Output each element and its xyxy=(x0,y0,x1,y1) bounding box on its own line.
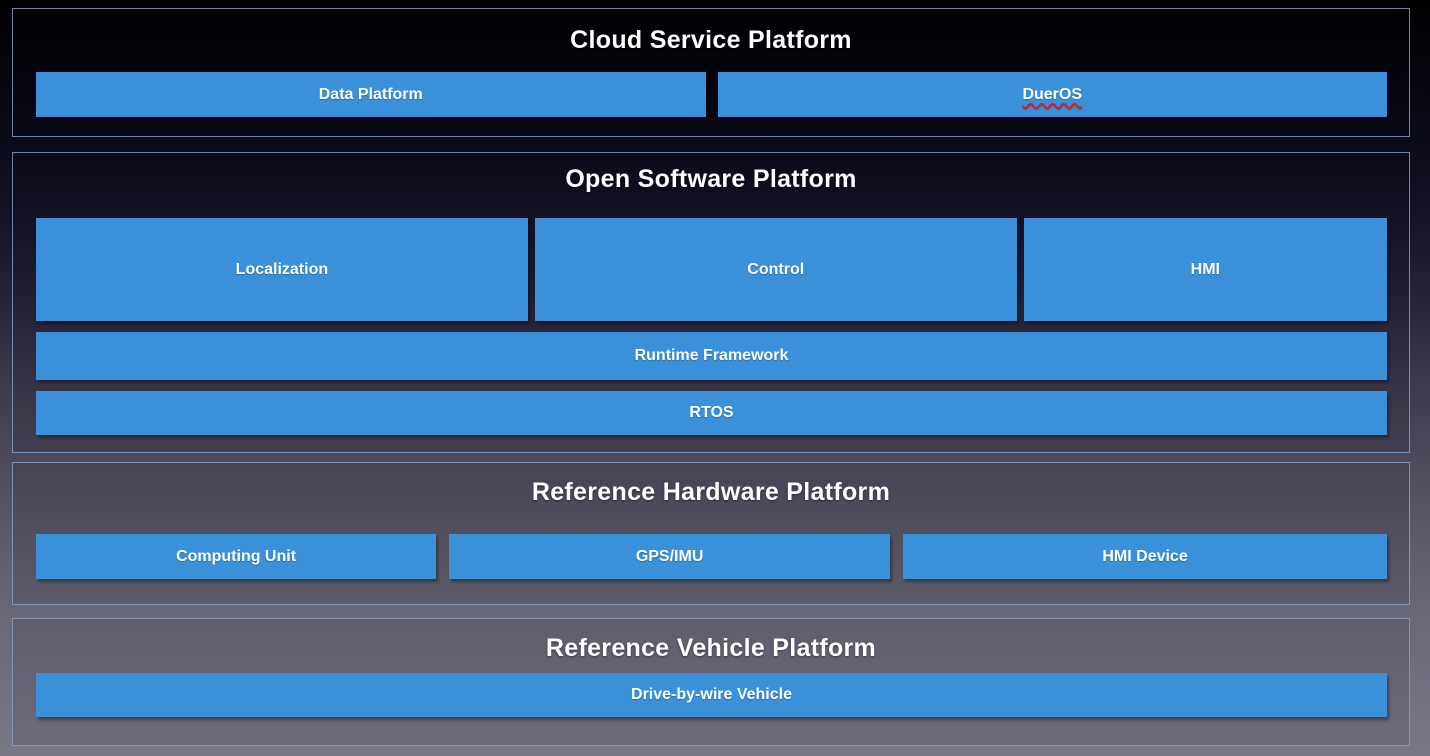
section-open-software-platform: Open Software Platform Localization Cont… xyxy=(12,152,1410,453)
box-control: Control xyxy=(534,218,1017,321)
software-modules-row: Localization Control HMI xyxy=(36,218,1388,321)
box-label-gps-imu: GPS/IMU xyxy=(635,547,704,565)
box-dueros: DuerOS xyxy=(717,72,1387,117)
box-label-runtime-framework: Runtime Framework xyxy=(634,347,789,364)
section-cloud-service-platform: Cloud Service Platform Data Platform Due… xyxy=(12,8,1410,137)
box-label-control: Control xyxy=(747,260,805,278)
box-computing-unit: Computing Unit xyxy=(36,534,437,579)
box-hmi: HMI xyxy=(1023,218,1388,321)
vehicle-boxes-row: Drive-by-wire Vehicle xyxy=(36,673,1387,717)
box-runtime-framework: Runtime Framework xyxy=(36,332,1387,380)
section-title-reference-hardware-platform: Reference Hardware Platform xyxy=(531,478,891,506)
box-rtos: RTOS xyxy=(36,391,1387,435)
section-reference-hardware-platform: Reference Hardware Platform Computing Un… xyxy=(12,462,1410,605)
box-label-rtos: RTOS xyxy=(689,404,734,421)
box-localization: Localization xyxy=(36,218,528,321)
box-label-localization: Localization xyxy=(235,260,329,278)
cloud-boxes-row: Data Platform DuerOS xyxy=(36,72,1387,117)
box-label-data-platform: Data Platform xyxy=(318,85,423,103)
box-hmi-device: HMI Device xyxy=(903,534,1387,579)
rtos-row: RTOS xyxy=(36,391,1387,435)
box-gps-imu: GPS/IMU xyxy=(449,534,891,579)
box-label-computing-unit: Computing Unit xyxy=(176,547,297,565)
runtime-framework-row: Runtime Framework xyxy=(36,332,1387,380)
hardware-boxes-row: Computing Unit GPS/IMU HMI Device xyxy=(36,534,1387,579)
section-reference-vehicle-platform: Reference Vehicle Platform Drive-by-wire… xyxy=(12,618,1410,746)
box-label-hmi: HMI xyxy=(1190,260,1220,278)
box-label-hmi-device: HMI Device xyxy=(1102,547,1188,565)
box-data-platform: Data Platform xyxy=(36,72,706,117)
section-title-reference-vehicle-platform: Reference Vehicle Platform xyxy=(545,634,877,662)
section-title-cloud-service-platform: Cloud Service Platform xyxy=(570,26,852,54)
section-title-open-software-platform: Open Software Platform xyxy=(565,165,857,193)
box-drive-by-wire-vehicle: Drive-by-wire Vehicle xyxy=(36,673,1387,717)
box-label-dueros: DuerOS xyxy=(1022,85,1083,103)
box-label-drive-by-wire-vehicle: Drive-by-wire Vehicle xyxy=(631,686,792,703)
